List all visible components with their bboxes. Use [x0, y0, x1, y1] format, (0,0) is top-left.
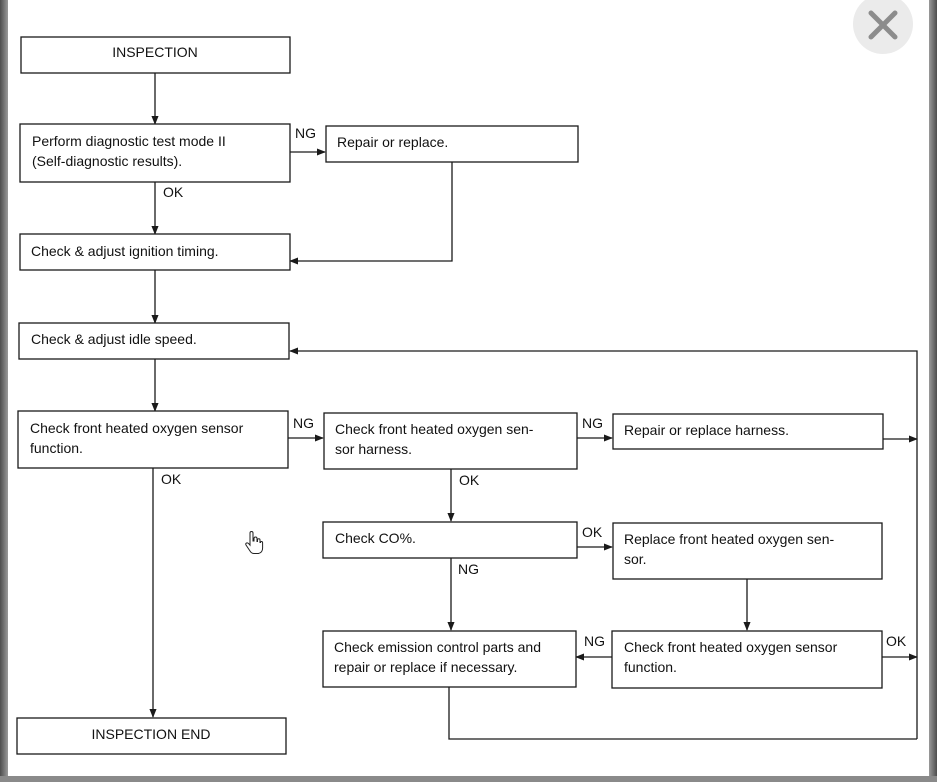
node-inspection-end-line-1: INSPECTION END: [91, 726, 210, 742]
node-repair-replace: Repair or replace.: [325, 125, 579, 163]
node-co-check: Check CO%.: [322, 521, 578, 559]
label-ok-co: OK: [582, 524, 603, 540]
node-emission-parts-line-2: repair or replace if necessary.: [334, 659, 517, 675]
node-ignition-timing: Check & adjust ignition timing.: [19, 233, 291, 271]
close-button[interactable]: [853, 0, 913, 54]
node-front-o2-check: Check front heated oxygen sensor functio…: [17, 410, 289, 469]
node-o2-harness-line-1: Check front heated oxygen sen-: [335, 421, 534, 437]
node-replace-o2: Replace front heated oxygen sen- sor.: [612, 522, 883, 580]
node-o2-harness-line-2: sor harness.: [335, 441, 412, 457]
return-line-to-idle: [289, 347, 918, 739]
viewer-frame-right: [929, 0, 937, 782]
node-replace-o2-line-2: sor.: [624, 551, 647, 567]
node-ignition-timing-line-1: Check & adjust ignition timing.: [31, 243, 219, 259]
close-icon: [868, 10, 898, 40]
label-ng-recheck: NG: [584, 633, 605, 649]
node-replace-o2-line-1: Replace front heated oxygen sen-: [624, 531, 834, 547]
node-front-o2-check-line-1: Check front heated oxygen sensor: [30, 420, 244, 436]
viewer-frame-bottom: [0, 776, 937, 782]
node-repair-harness-line-1: Repair or replace harness.: [624, 422, 789, 438]
node-inspection-line-1: INSPECTION: [112, 44, 198, 60]
hand-cursor-icon: [245, 531, 264, 554]
label-ok-harness: OK: [459, 472, 480, 488]
node-o2-recheck: Check front heated oxygen sensor functio…: [611, 630, 883, 689]
label-ok-recheck: OK: [886, 633, 907, 649]
node-idle-speed: Check & adjust idle speed.: [18, 322, 290, 360]
node-o2-recheck-line-2: function.: [624, 659, 677, 675]
node-diagnostic-test: Perform diagnostic test mode II (Self-di…: [19, 123, 291, 183]
node-o2-harness: Check front heated oxygen sen- sor harne…: [323, 412, 578, 470]
node-emission-parts-line-1: Check emission control parts and: [334, 639, 541, 655]
node-emission-parts: Check emission control parts and repair …: [322, 630, 577, 688]
viewer-frame-left: [0, 0, 8, 782]
node-inspection-end: INSPECTION END: [16, 717, 287, 755]
branch-labels: NG OK NG OK NG OK OK NG NG OK: [161, 125, 907, 649]
node-inspection: INSPECTION: [20, 36, 291, 74]
node-repair-replace-line-1: Repair or replace.: [337, 134, 448, 150]
node-o2-recheck-line-1: Check front heated oxygen sensor: [624, 639, 838, 655]
connectors: [149, 73, 918, 740]
label-ng-co: NG: [458, 561, 479, 577]
node-repair-harness: Repair or replace harness.: [612, 413, 884, 450]
label-ng-harness: NG: [582, 415, 603, 431]
return-line-emission: [448, 687, 917, 740]
label-ng-o2: NG: [293, 415, 314, 431]
node-diagnostic-test-line-1: Perform diagnostic test mode II: [32, 133, 226, 149]
node-idle-speed-line-1: Check & adjust idle speed.: [31, 331, 197, 347]
node-co-check-line-1: Check CO%.: [335, 530, 416, 546]
arrow-repair-to-ignition: [289, 162, 453, 265]
node-front-o2-check-line-2: function.: [30, 440, 83, 456]
node-diagnostic-test-line-2: (Self-diagnostic results).: [32, 153, 182, 169]
label-ok-o2: OK: [161, 471, 182, 487]
label-ng-diag: NG: [295, 125, 316, 141]
label-ok-diag: OK: [163, 184, 184, 200]
